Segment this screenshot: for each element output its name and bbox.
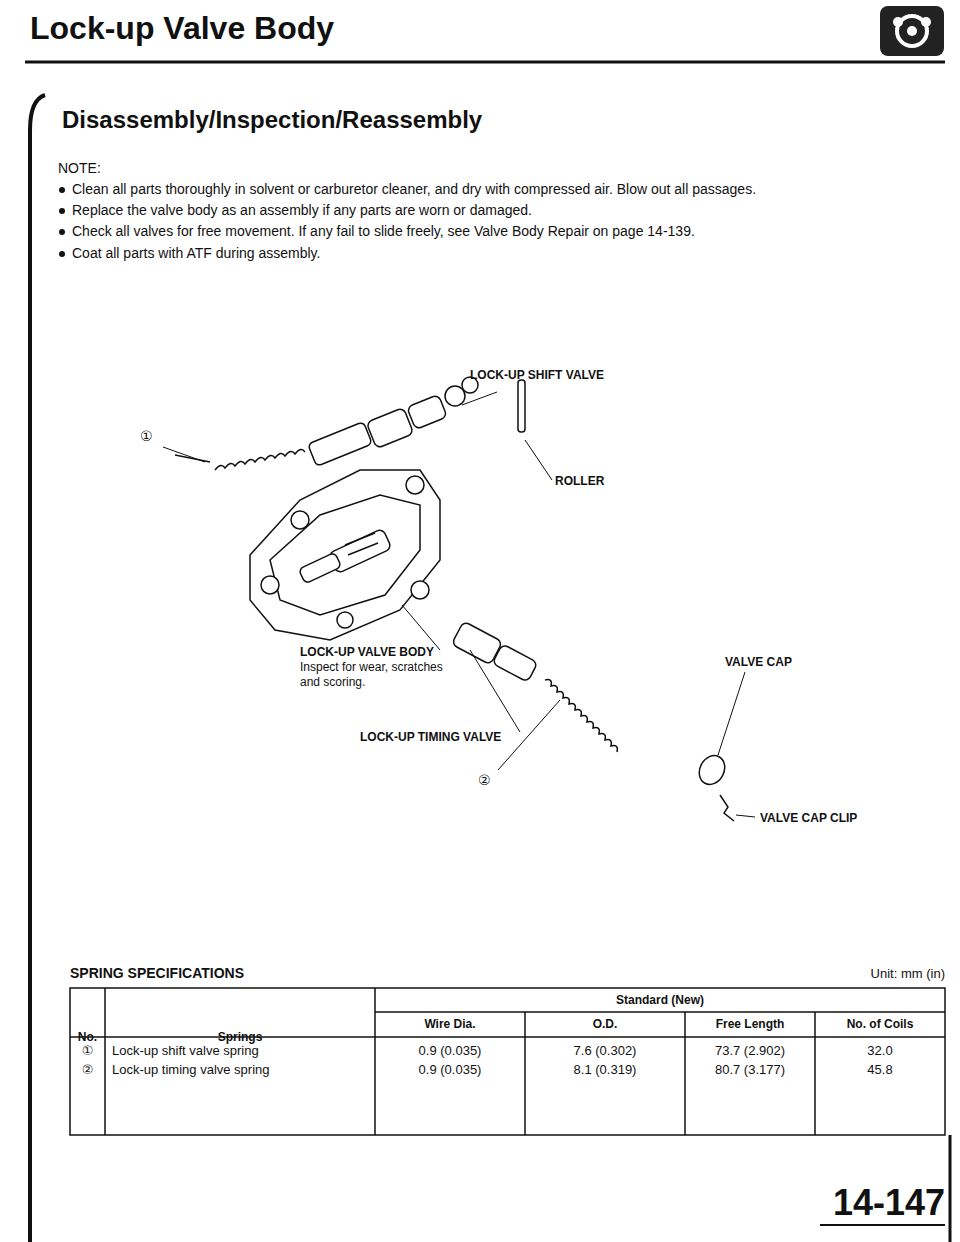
part-name: LOCK-UP TIMING VALVE — [360, 730, 560, 745]
table-title: SPRING SPECIFICATIONS — [70, 965, 370, 983]
table-cell: 8.1 (0.319) — [525, 1062, 685, 1078]
part-name: ROLLER — [555, 474, 655, 489]
table-cell: 0.9 (0.035) — [375, 1043, 525, 1059]
table-header: Springs — [105, 1030, 375, 1045]
note-heading: NOTE: — [58, 160, 158, 178]
table-cell: 0.9 (0.035) — [375, 1062, 525, 1078]
note-text: Check all valves for free movement. If a… — [72, 223, 952, 241]
table-header: Wire Dia. — [375, 1017, 525, 1032]
part-name: VALVE CAP CLIP — [760, 811, 910, 826]
table-header: No. — [70, 1030, 105, 1045]
page-number: 14-147 — [790, 1180, 945, 1225]
table-cell: 7.6 (0.302) — [525, 1043, 685, 1059]
table-header: No. of Coils — [815, 1017, 945, 1032]
table-cell: ① — [70, 1043, 105, 1059]
table-cell: 45.8 — [815, 1062, 945, 1078]
note-text: Replace the valve body as an assembly if… — [72, 202, 952, 220]
table-cell: ② — [70, 1062, 105, 1078]
note-text: Coat all parts with ATF during assembly. — [72, 245, 952, 263]
table-cell: Lock-up shift valve spring — [112, 1043, 372, 1059]
note-text: Clean all parts thoroughly in solvent or… — [72, 181, 952, 199]
part-name: LOCK-UP SHIFT VALVE — [470, 368, 670, 383]
callout-number: ① — [140, 428, 164, 446]
table-cell: 80.7 (3.177) — [685, 1062, 815, 1078]
table-header: Free Length — [685, 1017, 815, 1032]
table-cell: 73.7 (2.902) — [685, 1043, 815, 1059]
page-title: Lock-up Valve Body — [30, 10, 334, 47]
section-heading: Disassembly/Inspection/Reassembly — [62, 105, 662, 135]
part-name: LOCK-UP VALVE BODY — [300, 645, 500, 660]
table-header: O.D. — [525, 1017, 685, 1032]
table-cell: 32.0 — [815, 1043, 945, 1059]
table-header: Standard (New) — [375, 993, 945, 1008]
unit-note: Unit: mm (in) — [745, 966, 945, 982]
callout-number: ② — [478, 772, 502, 790]
table-cell: Lock-up timing valve spring — [112, 1062, 372, 1078]
part-name: VALVE CAP — [725, 655, 845, 670]
inspection-note: Inspect for wear, scratches and scoring. — [300, 660, 450, 690]
